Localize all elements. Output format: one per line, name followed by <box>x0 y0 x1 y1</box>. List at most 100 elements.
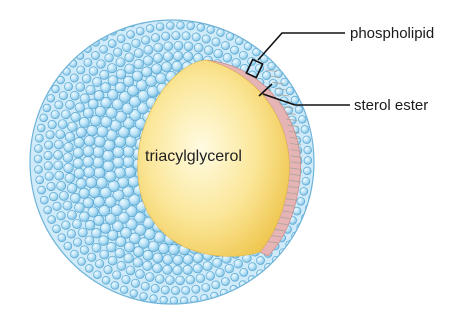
phospholipid-bead <box>298 116 306 124</box>
phospholipid-bead <box>192 33 200 41</box>
phospholipid-bead <box>34 155 42 163</box>
phospholipid-bead <box>166 22 174 30</box>
phospholipid-bead <box>156 23 164 31</box>
phospholipid-bead <box>231 273 239 281</box>
phospholipid-bead <box>47 182 56 191</box>
phospholipid-bead <box>80 246 88 254</box>
phospholipid-bead <box>193 264 202 273</box>
phospholipid-bead <box>202 283 210 291</box>
phospholipid-bead <box>49 192 58 201</box>
phospholipid-bead <box>56 130 65 139</box>
phospholipid-bead <box>130 290 138 298</box>
phospholipid-bead <box>154 43 163 52</box>
phospholipid-bead <box>214 49 223 58</box>
phospholipid-bead <box>94 167 105 178</box>
phospholipid-bead <box>36 176 44 184</box>
phospholipid-bead <box>44 206 52 214</box>
phospholipid-bead <box>35 166 43 174</box>
phospholipid-bead <box>63 201 72 210</box>
phospholipid-bead <box>117 261 126 270</box>
phospholipid-bead <box>84 58 92 66</box>
phospholipid-bead <box>113 271 121 279</box>
phospholipid-bead <box>63 68 71 76</box>
phospholipid-bead <box>78 258 86 266</box>
phospholipid-bead <box>40 114 48 122</box>
phospholipid-bead <box>120 286 128 294</box>
phospholipid-bead <box>67 230 76 239</box>
phospholipid-bead <box>40 196 48 204</box>
phospholipid-bead <box>82 74 91 83</box>
phospholipid-bead <box>48 120 56 128</box>
phospholipid-bead <box>183 52 193 62</box>
phospholipid-bead <box>132 39 140 47</box>
phospholipid-bead <box>73 238 82 247</box>
phospholipid-bead <box>75 203 85 213</box>
phospholipid-bead <box>134 49 143 58</box>
phospholipid-bead <box>303 136 311 144</box>
phospholipid-bead <box>113 147 124 158</box>
phospholipid-bead <box>146 25 154 33</box>
phospholipid-bead <box>291 96 299 104</box>
phospholipid-bead <box>162 32 170 40</box>
phospholipid-bead <box>61 110 70 119</box>
phospholipid-bead <box>57 212 66 221</box>
phospholipid-bead <box>78 228 87 237</box>
phospholipid-bead <box>172 61 182 71</box>
phospholipid-bead <box>54 150 63 159</box>
phospholipid-bead <box>155 275 164 284</box>
phospholipid-bead <box>248 263 256 271</box>
phospholipid-bead <box>91 51 99 59</box>
phospholipid-bead <box>44 162 53 171</box>
phospholipid-bead <box>216 268 225 277</box>
phospholipid-bead <box>44 141 52 149</box>
phospholipid-bead <box>35 134 43 142</box>
phospholipid-bead <box>83 146 94 157</box>
phospholipid-bead <box>313 174 320 181</box>
phospholipid-bead <box>55 101 63 109</box>
phospholipid-bead <box>57 181 66 190</box>
phospholipid-bead <box>169 244 180 255</box>
phospholipid-bead <box>173 255 183 265</box>
phospholipid-bead <box>202 35 210 43</box>
phospholipid-bead <box>75 103 84 112</box>
phospholipid-bead <box>94 91 104 101</box>
phospholipid-bead <box>176 276 185 285</box>
phospholipid-bead <box>174 41 183 50</box>
phospholipid-bead <box>184 42 193 51</box>
phospholipid-bead <box>240 268 248 276</box>
phospholipid-bead <box>186 275 195 284</box>
phospholipid-bead <box>55 171 64 180</box>
triacylglycerol-label: triacylglycerol <box>145 148 242 165</box>
phospholipid-bead <box>93 271 101 279</box>
phospholipid-bead <box>131 279 139 287</box>
phospholipid-bead <box>140 293 148 301</box>
phospholipid-bead <box>85 236 94 245</box>
phospholipid-bead <box>54 140 63 149</box>
phospholipid-bead <box>148 14 155 21</box>
phospholipid-bead <box>165 276 174 285</box>
phospholipid-bead <box>183 255 193 265</box>
phospholipid-bead <box>63 153 73 163</box>
phospholipid-bead <box>64 163 74 173</box>
phospholipid-bead <box>95 260 103 268</box>
phospholipid-bead <box>54 161 63 170</box>
phospholipid-bead <box>124 253 134 263</box>
phospholipid-bead <box>64 82 72 90</box>
phospholipid-bead <box>132 71 142 81</box>
phospholipid-bead <box>45 172 54 181</box>
phospholipid-bead <box>125 53 134 62</box>
phospholipid-bead <box>37 124 45 132</box>
phospholipid-bead <box>173 51 183 61</box>
phospholipid-bead <box>304 157 312 165</box>
phospholipid-bead <box>38 186 46 194</box>
phospholipid-bead <box>272 256 279 263</box>
phospholipid-bead <box>153 253 163 263</box>
phospholipid-bead <box>113 48 122 57</box>
phospholipid-bead <box>123 156 134 167</box>
phospholipid-bead <box>151 34 159 42</box>
phospholipid-bead <box>148 241 159 252</box>
phospholipid-bead <box>134 59 144 69</box>
phospholipid-bead <box>164 42 173 51</box>
phospholipid-bead <box>153 263 162 272</box>
phospholipid-bead <box>67 183 77 193</box>
